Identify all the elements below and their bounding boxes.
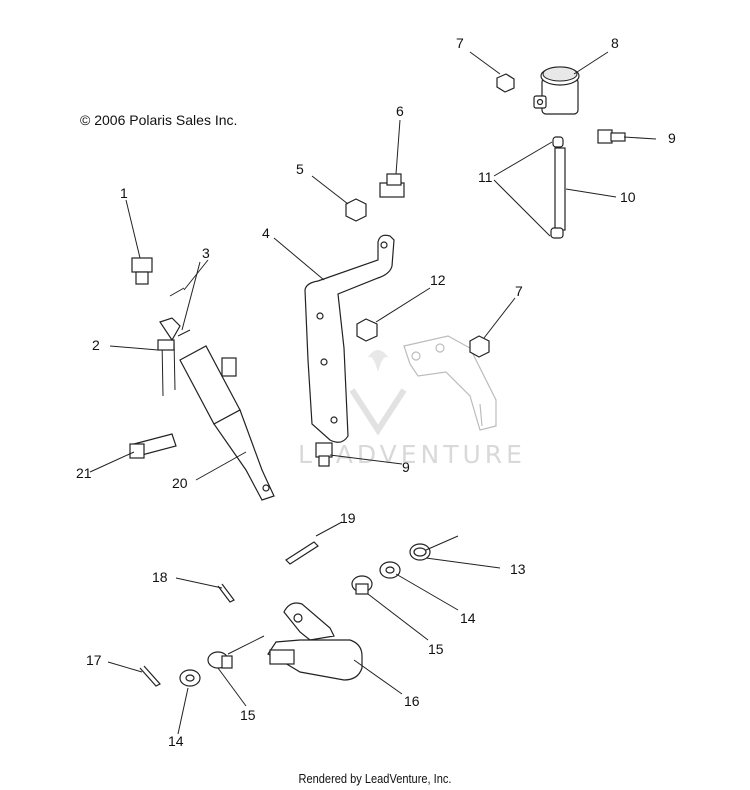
callout-7-top: 7 — [456, 35, 464, 51]
callout-18: 18 — [152, 569, 168, 585]
callout-3: 3 — [202, 245, 210, 261]
callout-11: 11 — [478, 169, 493, 185]
part-13-spring — [409, 543, 431, 561]
part-15-bushing-lower — [207, 651, 233, 669]
watermark-logo — [349, 350, 407, 436]
callout-15-upper: 15 — [428, 641, 444, 657]
part-18-cotter-pin — [217, 583, 235, 603]
callout-21: 21 — [76, 465, 92, 481]
part-7-nut-top — [496, 73, 515, 93]
callout-2: 2 — [92, 337, 100, 353]
footer-credit: Rendered by LeadVenture, Inc. — [298, 771, 452, 786]
part-5-nut — [345, 198, 367, 222]
callout-7-right: 7 — [515, 283, 523, 299]
callout-15-lower: 15 — [240, 707, 256, 723]
callout-9-mid: 9 — [402, 459, 410, 475]
part-19-pin — [285, 541, 319, 565]
callout-16: 16 — [404, 693, 420, 709]
leader-lines — [89, 51, 657, 735]
callout-8: 8 — [611, 35, 619, 51]
part-12-nut — [356, 318, 378, 342]
callout-19: 19 — [340, 510, 356, 526]
part-8-reservoir — [533, 66, 580, 115]
callout-5: 5 — [296, 161, 304, 177]
part-20-master-cylinder — [179, 345, 275, 501]
part-9-bolt-mid — [315, 442, 333, 467]
callout-17: 17 — [86, 652, 102, 668]
part-9-bolt-top — [597, 129, 626, 144]
part-14-washer-upper — [379, 561, 401, 579]
callout-9-top: 9 — [668, 130, 676, 146]
callout-14-upper: 14 — [460, 610, 476, 626]
part-14-washer-lower — [179, 669, 201, 687]
callout-4: 4 — [262, 225, 270, 241]
callout-labels: 7 8 9 11 10 6 5 4 12 7 9 1 3 2 21 20 19 … — [76, 35, 676, 749]
callout-12: 12 — [430, 272, 446, 288]
part-17-cotter-pin — [139, 665, 161, 687]
callout-13: 13 — [510, 561, 526, 577]
part-6-bolt — [379, 173, 405, 198]
callout-20: 20 — [172, 475, 188, 491]
part-7-nut-right — [469, 335, 490, 358]
part-16-brake-pedal — [267, 602, 363, 681]
part-15-bushing-upper — [351, 575, 373, 595]
callout-14-lower: 14 — [168, 733, 184, 749]
callout-6: 6 — [396, 103, 404, 119]
copyright-notice: © 2006 Polaris Sales Inc. — [80, 112, 238, 128]
part-1-fitting — [131, 257, 153, 285]
part-4-bracket — [304, 234, 395, 443]
part-10-hose — [550, 136, 566, 239]
mounting-plate-ghost — [403, 335, 497, 431]
callout-1: 1 — [120, 185, 128, 201]
part-2-hose — [157, 339, 176, 397]
part-21-bolt — [129, 433, 177, 459]
watermark-text: LEADVENTURE — [298, 440, 526, 469]
callout-10: 10 — [620, 189, 636, 205]
part-3-fitting — [159, 287, 191, 342]
